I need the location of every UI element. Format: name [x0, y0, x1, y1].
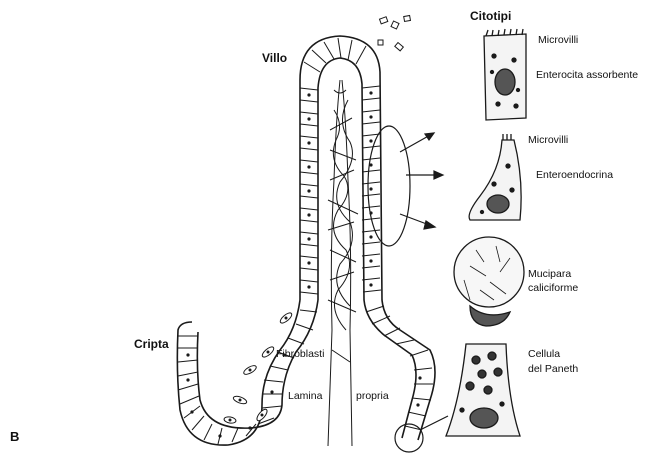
villus-label: Villo: [262, 52, 287, 65]
shed-cells: [378, 16, 410, 51]
villus-epithelium: [177, 36, 435, 445]
enterocyte-label: Enterocita assorbente: [536, 69, 638, 82]
pointer-arrows: [400, 133, 448, 430]
fibroblast-nuclei: [229, 317, 288, 422]
lamina-propria-core: [328, 80, 358, 446]
cell-types-heading: Citotipi: [470, 10, 511, 23]
villus-highlight-oval: [368, 126, 410, 246]
crypt-cells: [178, 310, 317, 444]
enterocyte-microvilli-label: Microvilli: [538, 34, 578, 47]
goblet-cell: [454, 237, 524, 326]
paneth-label-line2: del Paneth: [528, 363, 578, 376]
enteroendocrine-microvilli-label: Microvilli: [528, 134, 568, 147]
goblet-label-line2: caliciforme: [528, 282, 578, 295]
panel-letter: B: [10, 430, 19, 443]
lamina-label: Lamina: [288, 390, 322, 403]
crypt-label: Cripta: [134, 338, 169, 351]
epithelial-cells-right: [362, 86, 433, 430]
enterocyte-cell: [484, 29, 526, 120]
paneth-label-line1: Cellula: [528, 348, 560, 361]
enteroendocrine-cell: [469, 134, 521, 220]
propria-label: propria: [356, 390, 389, 403]
enteroendocrine-label: Enteroendocrina: [536, 169, 613, 182]
epithelial-nuclei: [186, 91, 421, 437]
fibroblasts-label: Fibroblasti: [276, 348, 324, 361]
goblet-label-line1: Mucipara: [528, 268, 571, 281]
paneth-cell: [446, 344, 520, 436]
fibroblasts: [224, 311, 294, 424]
